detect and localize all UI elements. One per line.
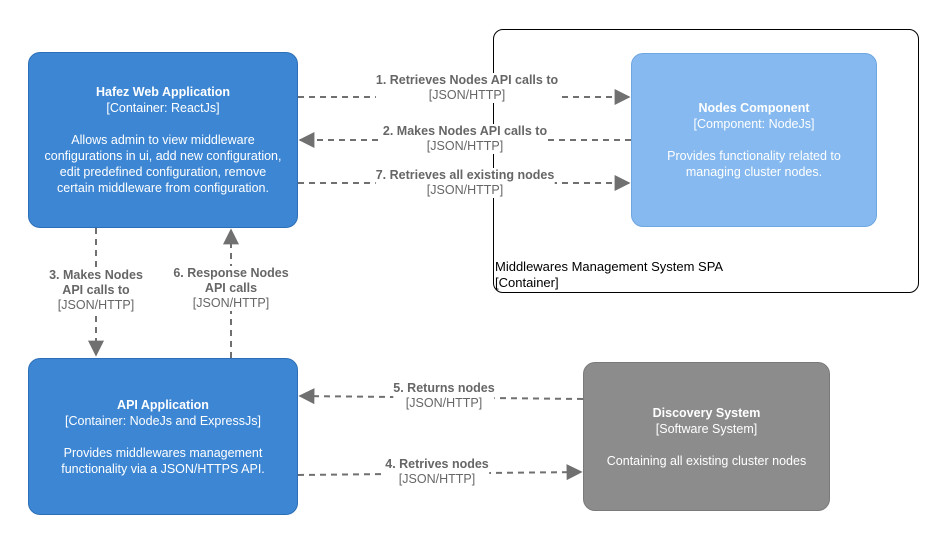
nodes-component-node[interactable]: Nodes Component [Component: NodeJs] Prov…	[631, 53, 877, 227]
edge-4-text: 4. Retrives nodes	[385, 457, 489, 471]
discovery-title: Discovery System	[652, 405, 761, 420]
discovery-system-node[interactable]: Discovery System [Software System] Conta…	[583, 362, 830, 511]
api-application-node[interactable]: API Application [Container: NodeJs and E…	[28, 358, 298, 515]
edge-7-text: 7. Retrieves all existing nodes	[375, 168, 555, 182]
edge-6-label: 6. Response Nodes API calls [JSON/HTTP]	[173, 266, 289, 311]
hafez-desc-2: configurations in ui, add new configurat…	[44, 149, 282, 163]
edge-2-tech: [JSON/HTTP]	[426, 139, 504, 153]
boundary-type: [Container]	[495, 275, 559, 290]
edge-3-tech: [JSON/HTTP]	[57, 298, 135, 312]
nodes-component-desc-2: managing cluster nodes.	[685, 165, 823, 179]
edge-2-label: 2. Makes Nodes API calls to [JSON/HTTP]	[382, 124, 548, 154]
system-boundary-label: Middlewares Management System SPA [Conta…	[495, 259, 723, 291]
edge-5-line	[298, 388, 584, 405]
api-type: [Container: NodeJs and ExpressJs]	[65, 413, 261, 428]
edge-6-text-2: API calls	[204, 281, 258, 295]
discovery-desc-1: Containing all existing cluster nodes	[606, 453, 807, 468]
hafez-desc-1: Allows admin to view middleware	[71, 133, 255, 147]
nodes-component-title: Nodes Component	[698, 101, 810, 115]
edge-7-label: 7. Retrieves all existing nodes [JSON/HT…	[375, 168, 555, 198]
edge-5-label: 5. Returns nodes [JSON/HTTP]	[393, 381, 495, 411]
edge-5-text: 5. Returns nodes	[393, 381, 495, 395]
nodes-component-desc-1: Provides functionality related to	[667, 149, 841, 163]
hafez-desc-3: edit predefined configuration, remove	[59, 165, 267, 179]
edge-3-label: 3. Makes Nodes API calls to [JSON/HTTP]	[49, 268, 143, 313]
edge-1-tech: [JSON/HTTP]	[428, 88, 506, 102]
hafez-title: Hafez Web Application	[95, 85, 231, 99]
edge-3-text-2: API calls to	[62, 283, 130, 297]
hafez-web-application-node[interactable]: Hafez Web Application [Container: ReactJ…	[28, 52, 298, 228]
edge-1-label: 1. Retrieves Nodes API calls to [JSON/HT…	[375, 73, 559, 103]
api-title: API Application	[117, 397, 209, 412]
edge-3-text-1: 3. Makes Nodes	[49, 268, 143, 282]
edge-4-line	[297, 464, 583, 481]
edge-2-text: 2. Makes Nodes API calls to	[382, 124, 548, 138]
api-desc-2: functionality via a JSON/HTTPS API.	[61, 461, 265, 476]
discovery-type: [Software System]	[655, 421, 758, 436]
boundary-name: Middlewares Management System SPA	[495, 259, 724, 274]
edge-4-label: 4. Retrives nodes [JSON/HTTP]	[385, 457, 489, 487]
edge-5-tech: [JSON/HTTP]	[405, 396, 483, 410]
edge-7-tech: [JSON/HTTP]	[426, 183, 504, 197]
hafez-desc-4: certain middleware from configuration.	[57, 181, 269, 195]
edge-1-text: 1. Retrieves Nodes API calls to	[375, 73, 559, 87]
api-desc-1: Provides middlewares management	[63, 445, 263, 460]
edge-6-tech: [JSON/HTTP]	[192, 296, 270, 310]
nodes-component-type: [Component: NodeJs]	[693, 117, 815, 131]
system-boundary	[493, 29, 919, 293]
hafez-type: [Container: ReactJs]	[106, 101, 220, 115]
edge-4-tech: [JSON/HTTP]	[398, 472, 476, 486]
edge-6-text-1: 6. Response Nodes	[173, 266, 289, 280]
